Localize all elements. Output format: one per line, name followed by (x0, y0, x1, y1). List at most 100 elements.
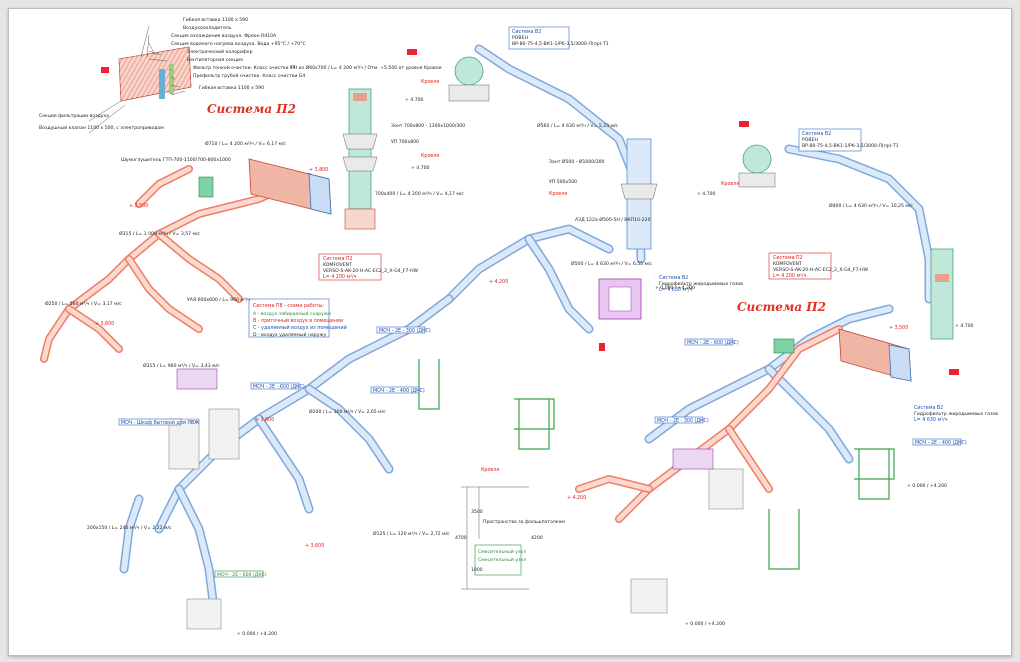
level-2: + 4.700 (697, 191, 716, 197)
callout-6: Фильтр тонкой очистки. Класс очистки F7 (193, 64, 296, 71)
right-hoods (630, 448, 744, 614)
callout-9: Секция фильтрации воздуха (39, 113, 109, 119)
right-komfovent-unit (773, 328, 912, 382)
ventilation-schematic: Гибкая вставка 1100 х 590 Воздухоохладит… (39, 17, 998, 637)
komfovent-box-right (768, 252, 832, 280)
level-4: + 0.000 / +4.200 (655, 285, 695, 291)
left-supply-unit (101, 46, 192, 102)
komfovent-left-note: L= 4 200 м³/ч (323, 274, 357, 280)
roof-label-0: Кровля (421, 79, 439, 85)
flow-label-0: Ø710 / L= 4 200 м³/ч / V= 6,17 м/с (205, 140, 287, 147)
left-komfovent-unit (198, 158, 332, 215)
red-marker-7: + 3,600 (305, 543, 324, 549)
komfovent-right-spec: VERSO-S-AK-20-H-AC-EC2_2_X-G4_F7-HW (773, 267, 869, 273)
left-red-ducts (40, 165, 313, 363)
right-blue-ducts (644, 144, 934, 464)
hydrofilter-right-title: Система В2 (914, 405, 943, 411)
red-marker-6: + 3,500 (889, 325, 908, 331)
komfovent-left-model: KOMFOVENT (323, 262, 352, 268)
hydrofilter-right-note: L= 4 630 м³/ч (914, 417, 948, 423)
red-marker-2: + 3,600 (95, 321, 114, 327)
hydrofilter-center-title: Система В2 (659, 275, 688, 281)
system-title-right: Система П2 (737, 300, 826, 314)
callout-10: Воздушный клапан 1100 х 500, с электропр… (39, 124, 164, 131)
flow-label-3: Ø250 / L= 560 м³/ч / V= 3,17 м/с (45, 300, 122, 307)
center-fan (448, 26, 570, 102)
drawing-sheet: Гибкая вставка 1100 х 590 Воздухоохладит… (8, 8, 1012, 656)
fan-box-center-model: РОВЕН (512, 35, 528, 41)
red-marker-0: + 3,800 (309, 167, 328, 173)
mch-label-7: МОЧ - 2Е - 600 (ДКС) (217, 572, 267, 578)
level-labels: + 4.700 + 4.700 + 4.700 + 4.700 + 0.000 … (237, 97, 974, 637)
red-marker-3: + 4,200 (489, 279, 508, 285)
callout-1: Воздухоохладитель (183, 25, 232, 31)
dimension-2: 1000 (471, 567, 483, 573)
stack-label-3: УП 500х500 (549, 179, 577, 185)
stack-label-0: Зонт 700х800 - 1300х1000/300 (391, 123, 465, 129)
system-title-left: Система П2 (207, 102, 296, 116)
level-0: + 4.700 (405, 97, 424, 103)
fan-box-center-title: Система В2 (512, 29, 541, 35)
flow-labels: Ø710 / L= 4 200 м³/ч / V= 6,17 м/с 700х4… (45, 122, 913, 537)
fan-box-right-title: Система В2 (802, 131, 831, 137)
red-elevation-markers: + 3,800 + 3,500 + 3,600 + 4,200 + 3,800 … (95, 167, 908, 549)
komfovent-left-title: Система П2 (323, 256, 353, 262)
legend-item-b: В - приточный воздух в помещении (253, 317, 343, 324)
left-unit-cooler (169, 64, 174, 94)
level-5: + 0.000 / +4.200 (907, 483, 947, 489)
flow-label-11: Ø400 / L= 4 630 м³/ч / V= 10,25 м/с (829, 202, 913, 209)
hydrofilter-center-note: L= 4 630 м³/ч (659, 287, 693, 293)
legend-item-d: D - воздух удаляемый наружу (253, 331, 327, 338)
level-7: + 0.000 / +4.200 (237, 631, 277, 637)
flow-label-1: 700х400 / L= 4 200 м³/ч / V= 4,17 м/с (375, 191, 464, 197)
legend: Система П8 - схема работы: А - воздух за… (248, 298, 347, 338)
roof-label-1: Кровля (421, 153, 439, 159)
roof-label-2: Кровля (549, 191, 567, 197)
hydrofilter-center-text: Гидрофильтр жиродымовых газов (659, 281, 743, 287)
dimension-3: 4200 (531, 535, 543, 541)
callout-0: Гибкая вставка 1100 х 590 (183, 17, 248, 23)
left-unit-callouts: Гибкая вставка 1100 х 590 Воздухоохладит… (39, 17, 306, 131)
callout-4: Электрический калорифер (187, 48, 253, 55)
green-note-1: Смесительный узел (478, 556, 526, 563)
callout-8: Гибкая вставка 1100 х 590 (199, 85, 264, 91)
dimension-block (461, 486, 529, 590)
legend-box (248, 298, 330, 338)
left-stack (342, 88, 378, 230)
legend-title: Система П8 - схема работы: (253, 303, 324, 309)
left-hoods (168, 368, 240, 630)
fan-box-center-spec: ВР-80-75-4,5-ВК1-1/Рб-3,5/3000-Л(пр)-Т1 (512, 41, 609, 47)
dimension-0: 4700 (455, 535, 467, 541)
red-marker-5: + 4,200 (567, 495, 586, 501)
hydrofilter-right-text: Гидрофильтр жиродымовых газов (914, 411, 998, 417)
callout-2: Секция охлаждения воздуха. Фреон R410A (171, 33, 277, 39)
right-stack (930, 248, 954, 340)
mch-label-6: МОЧ - 2Е - 400 (ДКС) (915, 440, 967, 446)
callout-7: Префильтр грубой очистки. Класс очистки … (193, 72, 305, 79)
right-red-ducts (575, 325, 843, 523)
roof-label-3: Кровля (721, 181, 739, 187)
komfovent-right-note: L= 4 200 м³/ч (773, 273, 807, 279)
komfovent-left-spec: VERSO-S-AK-20-H-AC-EC2_2_X-G4_F7-HW (323, 268, 419, 274)
stack-label-1: УП 700х800 (391, 139, 419, 145)
komfovent-box-left (318, 253, 382, 281)
legend-item-a: А - воздух забираемый снаружи (253, 310, 331, 317)
mch-label-5: МОЧ - 2Е - 300 (ДКС) (657, 418, 709, 424)
fan-box-right-model: РОВЕН (802, 137, 818, 143)
left-unit-box-shade (119, 47, 191, 101)
flow-label-5: Ø500 / L= 4 630 м³/ч / V= 6,55 м/с (571, 260, 653, 267)
komfovent-right-title: Система П2 (773, 255, 803, 261)
mch-label-4: МОЧ - 2Е - 600 (ДКС) (687, 340, 739, 346)
red-marker-4: + 3,800 (255, 417, 274, 423)
flow-label-6: УАЯ 600х600 / L= 960 м³/ч (187, 297, 250, 303)
mch-label-2: МОЧ - 2Е - 400 (ДКС) (373, 388, 425, 394)
green-cabinets-center (418, 359, 555, 450)
mch-label-1: МОЧ - 2Е - 600 (ДКС) (253, 384, 305, 390)
right-fan (738, 128, 862, 188)
flow-label-10: Ø125 / L= 120 м³/ч / V= 2,72 м/с (373, 530, 450, 537)
flow-label-4: Ø560 / L= 4 630 м³/ч / V= 5,23 м/с (537, 122, 619, 129)
left-unit-flag (101, 67, 109, 73)
stack-label-2: Зонт Ø500 - Ø1000/300 (549, 158, 605, 165)
legend-item-c: С - удаляемый воздух из помещений (253, 324, 347, 331)
fan-box-right-spec: ВР-80-75-4,5-ВК1-1/Рб-3,5/3000-Л(пр)-Т1 (802, 143, 899, 149)
